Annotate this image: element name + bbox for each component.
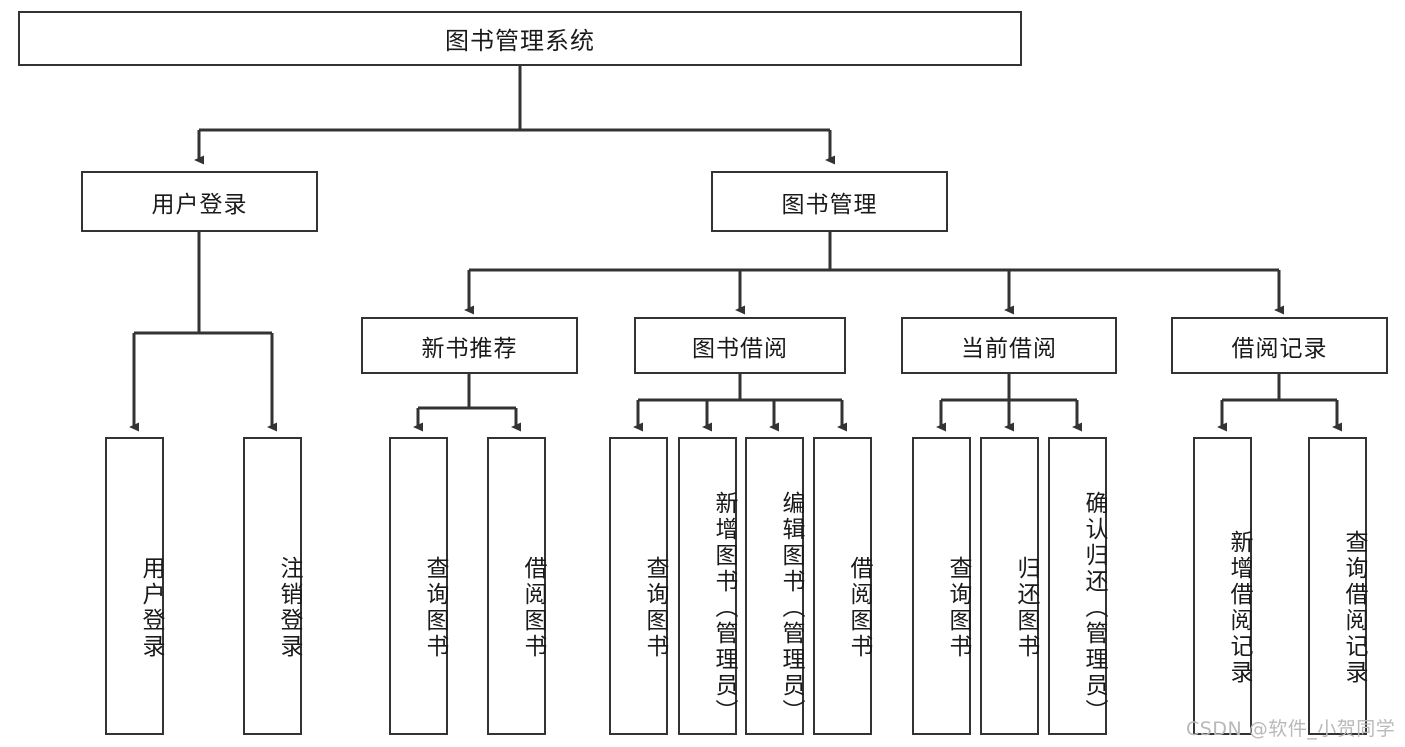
node-label: 图书借阅 — [692, 335, 788, 362]
node-current-borrow[interactable]: 当前借阅 — [901, 317, 1117, 374]
node-label: 用户登录 — [138, 556, 164, 660]
node-label: 新增图书（管理员） — [711, 491, 737, 725]
node-label: 图书管理系统 — [445, 27, 595, 55]
node-label: 编辑图书（管理员） — [778, 491, 804, 725]
node-label: 借阅图书 — [520, 556, 546, 660]
leaf-borrow-record-add[interactable]: 新增借阅记录 — [1193, 437, 1252, 735]
node-new-book-recommend[interactable]: 新书推荐 — [361, 317, 578, 374]
node-label: 图书管理 — [781, 191, 878, 218]
node-user-login[interactable]: 用户登录 — [81, 171, 318, 232]
node-label: 确认归还（管理员） — [1081, 491, 1107, 725]
node-book-borrow[interactable]: 图书借阅 — [634, 317, 846, 374]
node-label: 归还图书 — [1013, 556, 1039, 660]
node-label: 当前借阅 — [961, 335, 1057, 362]
leaf-borrow-record-query[interactable]: 查询借阅记录 — [1308, 437, 1367, 735]
leaf-book-borrow-query[interactable]: 查询图书 — [609, 437, 668, 735]
leaf-book-borrow-add[interactable]: 新增图书（管理员） — [678, 437, 737, 735]
leaf-user-login-login[interactable]: 用户登录 — [105, 437, 164, 735]
node-label: 注销登录 — [276, 556, 302, 660]
node-book-management[interactable]: 图书管理 — [711, 171, 948, 232]
node-root-system[interactable]: 图书管理系统 — [18, 11, 1022, 66]
node-label: 借阅图书 — [846, 556, 872, 660]
leaf-current-borrow-return[interactable]: 归还图书 — [980, 437, 1039, 735]
leaf-current-borrow-confirm-return[interactable]: 确认归还（管理员） — [1048, 437, 1107, 735]
node-label: 借阅记录 — [1231, 335, 1328, 362]
node-label: 查询图书 — [422, 556, 448, 660]
node-label: 查询借阅记录 — [1341, 530, 1367, 686]
leaf-book-borrow-edit[interactable]: 编辑图书（管理员） — [745, 437, 804, 735]
node-label: 新增借阅记录 — [1226, 530, 1252, 686]
node-label: 查询图书 — [945, 556, 971, 660]
node-label: 用户登录 — [151, 191, 248, 218]
leaf-new-book-query[interactable]: 查询图书 — [389, 437, 448, 735]
node-label: 查询图书 — [642, 556, 668, 660]
leaf-user-login-logout[interactable]: 注销登录 — [243, 437, 302, 735]
node-label: 新书推荐 — [421, 335, 518, 362]
leaf-new-book-borrow[interactable]: 借阅图书 — [487, 437, 546, 735]
watermark-text: CSDN @软件_小贺同学 — [1186, 718, 1396, 740]
node-borrow-record[interactable]: 借阅记录 — [1171, 317, 1388, 374]
leaf-current-borrow-query[interactable]: 查询图书 — [912, 437, 971, 735]
leaf-book-borrow-borrow[interactable]: 借阅图书 — [813, 437, 872, 735]
